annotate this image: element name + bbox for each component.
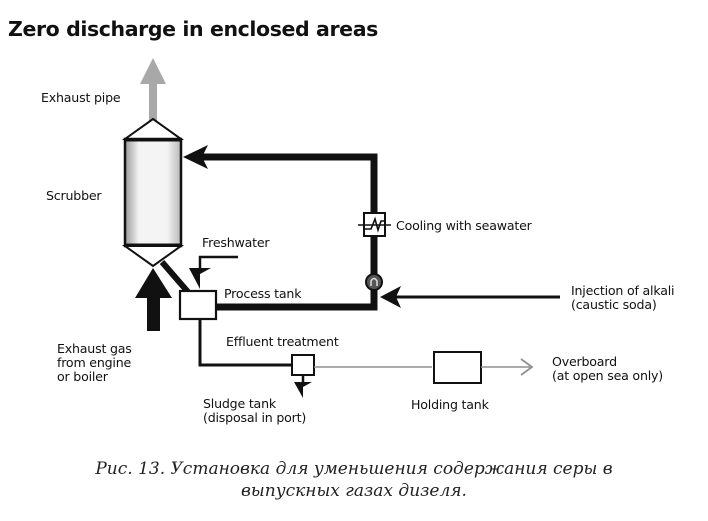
label-overboard: Overboard (at open sea only) (552, 355, 663, 383)
label-effluent-treatment: Effluent treatment (226, 334, 339, 349)
holding-tank (433, 351, 482, 384)
sludge-discharge-arrow (294, 375, 312, 398)
label-alkali-line2: (caustic soda) (571, 297, 657, 312)
cooler-heat-exchanger (358, 212, 391, 237)
label-sludge-tank: Sludge tank (disposal in port) (203, 397, 306, 425)
scrubber-drain-line (159, 260, 191, 294)
effluent-line (198, 319, 292, 367)
label-exhaust-gas-line3: or boiler (57, 369, 108, 384)
scrubber-vessel (121, 117, 185, 268)
label-sludge-line2: (disposal in port) (203, 410, 307, 425)
overboard-arrow (481, 358, 534, 376)
label-process-tank: Process tank (224, 286, 302, 301)
diagram-title: Zero discharge in enclosed areas (8, 17, 378, 41)
circulation-pump (365, 273, 383, 291)
label-sludge-line1: Sludge tank (203, 396, 276, 411)
caption-line2: выпускных газах дизеля. (241, 481, 467, 501)
exhaust-pipe-arrow (140, 58, 166, 121)
label-cooling: Cooling with seawater (396, 218, 532, 233)
label-overboard-line2: (at open sea only) (552, 368, 663, 383)
recirculation-loop (183, 145, 378, 311)
label-scrubber: Scrubber (46, 188, 102, 203)
exhaust-gas-inlet-arrow (135, 268, 172, 331)
label-freshwater: Freshwater (202, 235, 270, 250)
label-exhaust-gas-line2: from engine (57, 355, 132, 370)
label-alkali-line1: Injection of alkali (571, 283, 675, 298)
label-exhaust-pipe: Exhaust pipe (41, 90, 121, 105)
freshwater-feed-arrow (189, 255, 238, 289)
label-exhaust-gas-line1: Exhaust gas (57, 341, 132, 356)
process-tank (178, 289, 218, 321)
label-alkali-injection: Injection of alkali (caustic soda) (571, 283, 675, 312)
caption-line1: Рис. 13. Установка для уменьшения содерж… (95, 459, 613, 479)
label-holding-tank: Holding tank (411, 397, 489, 412)
figure-caption: Рис. 13. Установка для уменьшения содерж… (0, 458, 708, 502)
label-overboard-line1: Overboard (552, 354, 617, 369)
alkali-injection-arrow (380, 286, 560, 308)
label-exhaust-gas: Exhaust gas from engine or boiler (57, 342, 132, 384)
effluent-treatment-unit (291, 354, 315, 376)
